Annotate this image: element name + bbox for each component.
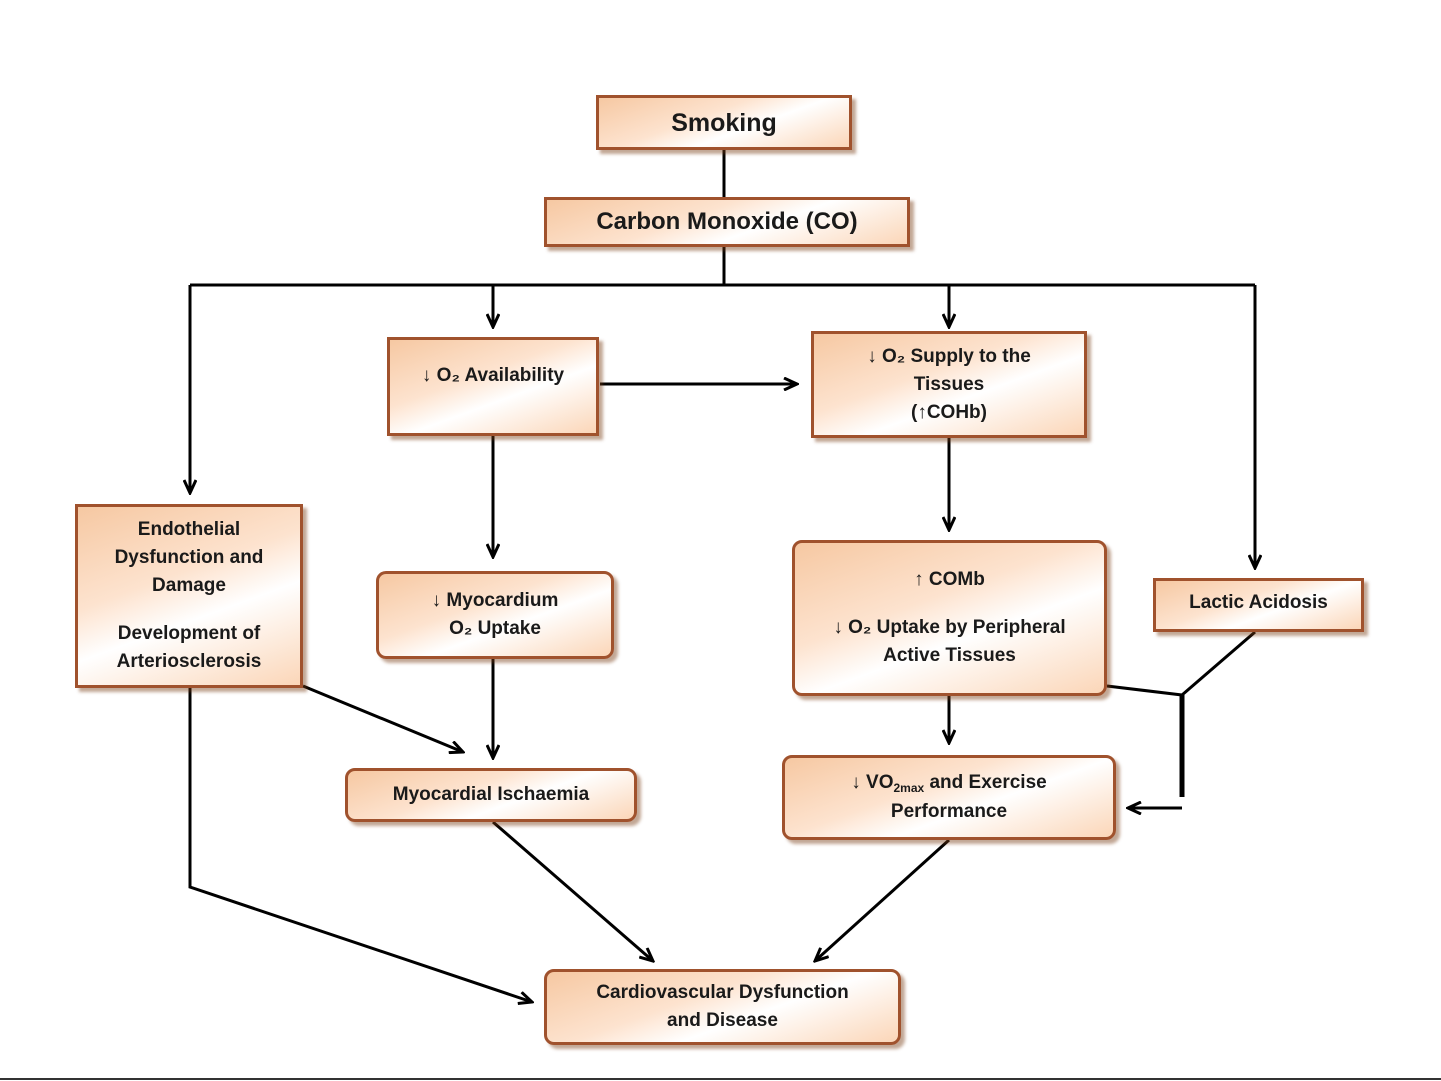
node-comb: ↑ COMb ↓ O₂ Uptake by Peripheral Active … — [792, 540, 1107, 696]
connector-comb-junction — [1106, 684, 1183, 697]
node-myocardium-line1: ↓ Myocardium — [431, 590, 559, 611]
node-o2-availability-label: ↓ O₂ Availability — [421, 365, 565, 386]
node-vo2max-suffix: and Exercise — [924, 772, 1047, 793]
bottom-divider — [0, 1078, 1441, 1080]
node-comb-line1: ↑ COMb — [914, 569, 985, 590]
node-endothelial-line5: Arteriosclerosis — [116, 651, 262, 672]
node-lactic-acidosis: Lactic Acidosis — [1153, 578, 1364, 632]
connector-lactic-junction — [1181, 630, 1256, 697]
node-o2-supply: ↓ O₂ Supply to the Tissues (↑COHb) — [811, 331, 1087, 438]
node-cvd-line2: and Disease — [667, 1010, 778, 1031]
node-ischaemia-label: Myocardial Ischaemia — [392, 784, 590, 805]
node-endothelial-line2: Dysfunction and — [114, 547, 264, 568]
node-o2-availability: ↓ O₂ Availability — [387, 337, 599, 436]
node-myocardium-line2: O₂ Uptake — [449, 618, 541, 639]
node-smoking: Smoking — [596, 95, 852, 150]
arrow-ischaemia-cvd — [492, 820, 653, 961]
node-o2-supply-line1: ↓ O₂ Supply to the — [867, 345, 1031, 367]
node-comb-line2: ↓ O₂ Uptake by Peripheral — [833, 617, 1066, 638]
node-vo2max-line2: Performance — [890, 801, 1008, 822]
node-vo2max-prefix: ↓ VO — [851, 772, 894, 793]
node-endothelial-line3: Damage — [152, 575, 226, 596]
node-endothelial-line4: Development of — [117, 623, 261, 644]
node-endothelial-line1: Endothelial — [137, 519, 241, 540]
arrow-vo2max-cvd — [815, 838, 951, 961]
node-cardiovascular: Cardiovascular Dysfunction and Disease — [544, 969, 901, 1045]
node-o2-supply-line2: Tissues — [913, 373, 985, 395]
node-vo2max-line1: ↓ VO2max and Exercise — [851, 769, 1046, 798]
arrow-endothelial-cvd — [188, 688, 532, 1002]
node-endothelial: Endothelial Dysfunction and Damage Devel… — [75, 504, 303, 688]
node-o2-supply-line3: (↑COHb) — [911, 401, 987, 423]
node-lactic-label: Lactic Acidosis — [1189, 592, 1328, 613]
node-carbon-monoxide: Carbon Monoxide (CO) — [544, 197, 910, 247]
node-comb-line3: Active Tissues — [883, 645, 1016, 666]
node-vo2max-subscript: 2max — [893, 781, 925, 795]
node-myocardial-ischaemia: Myocardial Ischaemia — [345, 768, 637, 822]
arrow-endothelial-ischaemia — [302, 684, 463, 752]
node-carbon-monoxide-label: Carbon Monoxide (CO) — [596, 208, 858, 235]
node-vo2max: ↓ VO2max and Exercise Performance — [782, 755, 1116, 840]
node-smoking-label: Smoking — [671, 108, 777, 137]
node-cvd-line1: Cardiovascular Dysfunction — [596, 982, 849, 1003]
node-myocardium-uptake: ↓ Myocardium O₂ Uptake — [376, 571, 614, 659]
